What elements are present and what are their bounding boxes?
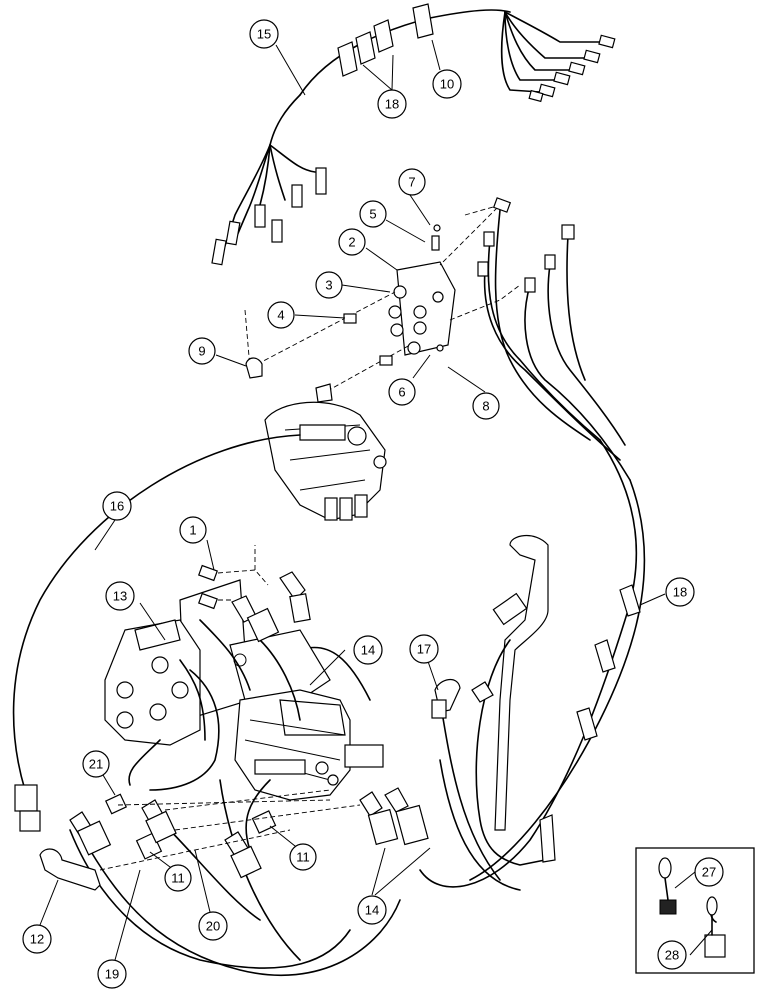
callout-label: 18 <box>673 585 687 600</box>
callout-label: 19 <box>105 967 119 982</box>
callout-label: 8 <box>482 399 489 414</box>
callout-label: 14 <box>365 903 379 918</box>
fitting-4 <box>343 313 357 324</box>
callout-6: 6 <box>388 378 416 406</box>
callout-label: 10 <box>440 77 454 92</box>
callout-label: 14 <box>361 643 375 658</box>
lower-fittings-row <box>14 784 429 891</box>
fitting-6 <box>379 355 393 366</box>
callout-28: 28 <box>657 940 687 970</box>
callout-label: 11 <box>171 871 185 886</box>
callout-label: 2 <box>348 235 355 250</box>
callout-16: 16 <box>102 491 132 521</box>
callout-11b: 11 <box>289 843 317 871</box>
main-loop-hoses <box>12 434 646 976</box>
callout-label: 12 <box>30 932 44 947</box>
callout-label: 15 <box>257 27 271 42</box>
callout-9: 9 <box>188 337 216 365</box>
tie-strap-group-right <box>576 584 641 741</box>
callout-19: 19 <box>97 959 127 989</box>
inset-box <box>635 847 755 974</box>
elbow-9 <box>245 357 263 379</box>
callout-label: 16 <box>110 499 124 514</box>
callout-11a: 11 <box>164 864 192 892</box>
callout-label: 6 <box>398 385 405 400</box>
callout-15: 15 <box>249 19 279 49</box>
callout-5: 5 <box>359 200 387 228</box>
lower-control-valve <box>234 689 384 801</box>
mount-plate <box>388 224 456 356</box>
callout-20: 20 <box>198 911 228 941</box>
upper-left-fittings <box>211 167 327 266</box>
callout-label: 28 <box>665 948 679 963</box>
callout-label: 7 <box>408 175 415 190</box>
callout-label: 17 <box>417 642 431 657</box>
callout-label: 4 <box>277 308 284 323</box>
callout-label: 1 <box>189 523 196 538</box>
fittings-group-1 <box>198 545 311 643</box>
callout-label: 9 <box>198 344 205 359</box>
callout-10: 10 <box>432 69 462 99</box>
callout-label: 18 <box>385 97 399 112</box>
callout-17: 17 <box>409 634 439 664</box>
callout-label: 3 <box>325 278 332 293</box>
callout-21: 21 <box>82 750 110 778</box>
callout-14b: 14 <box>357 895 387 925</box>
callout-7: 7 <box>398 168 426 196</box>
callout-12: 12 <box>22 924 52 954</box>
callout-2: 2 <box>338 228 366 256</box>
callout-14a: 14 <box>353 635 383 665</box>
callout-label: 27 <box>702 865 716 880</box>
control-valve-upper <box>264 401 387 521</box>
steel-tube <box>492 535 549 831</box>
callout-label: 13 <box>113 589 127 604</box>
callout-label: 20 <box>206 919 220 934</box>
tie-strap-group-top <box>337 3 434 77</box>
callout-4: 4 <box>267 301 295 329</box>
lower-cluster-hoses <box>128 619 301 851</box>
callout-18-right: 18 <box>665 577 695 607</box>
callout-8: 8 <box>472 392 500 420</box>
right-hose-group <box>477 197 631 481</box>
upper-harness-bundle <box>221 9 601 256</box>
callout-1: 1 <box>179 516 207 544</box>
callout-label: 5 <box>369 207 376 222</box>
callout-label: 21 <box>89 757 103 772</box>
callout-label: 11 <box>296 850 310 865</box>
callout-18-top: 18 <box>377 89 407 119</box>
callout-27: 27 <box>694 857 724 887</box>
upper-right-fittings <box>528 34 616 103</box>
callout-3: 3 <box>315 271 343 299</box>
fitting-17 <box>431 679 494 719</box>
valve-13 <box>104 619 201 746</box>
callout-13: 13 <box>105 581 135 611</box>
